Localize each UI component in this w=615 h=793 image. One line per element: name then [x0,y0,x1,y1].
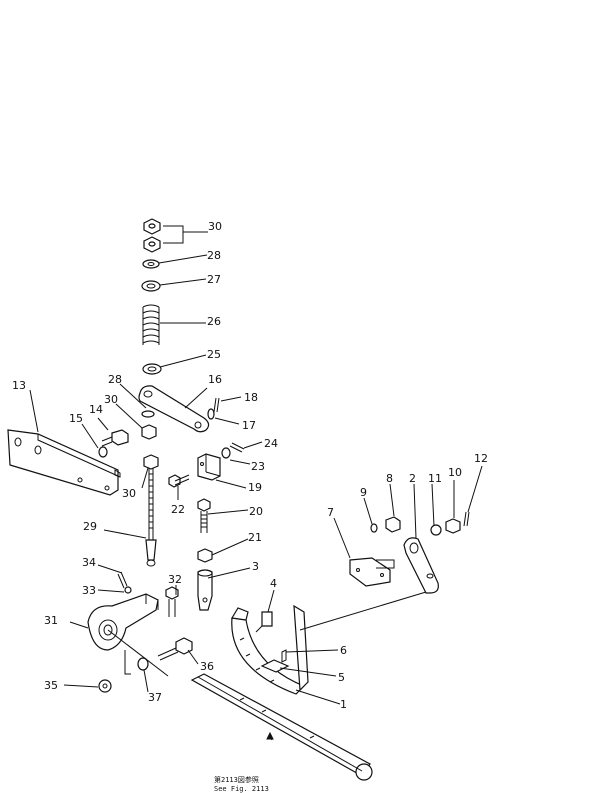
nut-10 [445,518,461,534]
lever-2 [403,537,439,594]
label-26: 26 [207,315,221,328]
nut-30-rod [143,454,159,470]
label-37: 37 [148,691,162,704]
shaft [190,673,373,781]
label-5: 5 [338,671,345,684]
label-27: 27 [207,273,221,286]
bracket-7 [349,557,395,587]
washer-17 [207,408,215,420]
washer-23 [221,447,231,459]
label-16: 16 [208,373,222,386]
nut-30-lower [143,236,161,253]
washer-28-mid [141,410,155,418]
pin-24 [229,442,245,453]
nut-30-upper [143,218,161,235]
yoke-3 [197,569,213,611]
note-english: See Fig. 2113 [214,785,269,793]
lever-31 [87,593,159,651]
label-10: 10 [448,466,462,479]
label-12: 12 [474,452,488,465]
label-30-rod: 30 [122,487,136,500]
nut-30-mid [141,424,157,440]
label-22: 22 [171,503,185,516]
shaft-centerline [107,629,169,677]
clip-4 [255,611,273,633]
stud-13 [114,469,121,478]
bolt-14 [101,429,129,447]
label-20: 20 [249,505,263,518]
label-25: 25 [207,348,221,361]
label-36: 36 [200,660,214,673]
callout-labels: 30 28 27 26 25 28 16 18 30 17 13 14 15 2… [12,220,488,711]
label-21: 21 [248,531,262,544]
bracket-13 [7,429,119,496]
label-8: 8 [386,472,393,485]
label-35: 35 [44,679,58,692]
label-6: 6 [340,644,347,657]
block-19 [197,453,221,481]
label-11: 11 [428,472,442,485]
washer-15 [98,446,108,458]
label-1: 1 [340,698,347,711]
leader-lines [29,231,483,741]
bolt-20 [197,498,211,533]
washer-9 [370,523,378,533]
label-9: 9 [360,486,367,499]
washer-11 [430,524,442,536]
pin-12 [463,511,470,527]
label-33: 33 [82,584,96,597]
label-24: 24 [264,437,278,450]
brake-band-1 [231,604,309,695]
link-line-2 [299,591,427,631]
label-3: 3 [252,560,259,573]
label-7: 7 [327,506,334,519]
label-29: 29 [83,520,97,533]
washer-35 [98,679,112,693]
label-18: 18 [244,391,258,404]
label-19: 19 [248,481,262,494]
label-14: 14 [89,403,103,416]
washer-28-top [142,259,160,269]
lever-16 [138,385,210,433]
label-30-mid: 30 [104,393,118,406]
washer-37 [137,657,149,671]
label-15: 15 [69,412,83,425]
label-32: 32 [168,573,182,586]
bolt-8 [385,516,401,533]
bolt-22 [168,474,190,488]
note-japanese: 第2113図参照 [214,775,259,784]
label-23: 23 [251,460,265,473]
nut-21 [197,548,213,563]
plate-5 [260,659,290,673]
rod-29 [145,468,157,567]
pin-18 [213,397,220,413]
bolt-32 [165,586,179,617]
spring-26 [142,304,160,345]
key-31 [124,650,131,675]
pin-34 [117,571,128,589]
bolt-36 [157,637,193,661]
bracket-30 [163,225,184,244]
spring-stack [141,218,184,375]
label-4: 4 [270,577,277,590]
label-28-mid: 28 [108,373,122,386]
bolt-6 [281,649,287,663]
label-31: 31 [44,614,58,627]
figure-reference-note: 第2113図参照 See Fig. 2113 [214,775,269,793]
washer-33 [124,586,132,594]
seat-27 [141,280,161,292]
seat-25 [142,363,162,375]
label-13: 13 [12,379,26,392]
label-17: 17 [242,419,256,432]
label-34: 34 [82,556,96,569]
label-2: 2 [409,472,416,485]
label-30-top: 30 [208,220,222,233]
label-28-top: 28 [207,249,221,262]
